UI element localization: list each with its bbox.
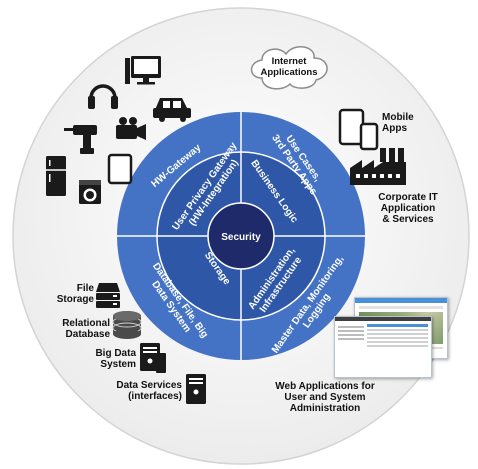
label-big-data-system: Big Data System bbox=[90, 348, 136, 370]
corporate-it-line1: Corporate IT bbox=[378, 192, 438, 203]
mobile-apps-line1: Mobile bbox=[382, 112, 414, 123]
drill-icon bbox=[64, 125, 97, 154]
factory-icon bbox=[350, 148, 406, 185]
label-relational-database: Relational Database bbox=[56, 318, 110, 340]
big-data-line2: System bbox=[100, 359, 136, 370]
cloud-icon bbox=[250, 46, 328, 90]
web-app-screenshot-front bbox=[334, 316, 432, 378]
label-mobile-apps: Mobile Apps bbox=[382, 112, 414, 134]
mobile-devices-icon bbox=[338, 108, 379, 151]
big-data-line1: Big Data bbox=[95, 348, 136, 359]
file-storage-line1: File bbox=[76, 283, 94, 294]
label-internet-applications: Internet Applications bbox=[258, 56, 320, 78]
web-apps-line2: User and System bbox=[284, 392, 366, 403]
tablet-icon bbox=[107, 153, 133, 185]
web-apps-line1: Web Applications for bbox=[275, 381, 375, 392]
file-storage-line2: Storage bbox=[56, 294, 94, 305]
server-tower-icon bbox=[140, 343, 166, 373]
refrigerator-icon bbox=[46, 156, 66, 196]
headphones-icon bbox=[88, 84, 118, 109]
database-icon bbox=[112, 311, 142, 339]
corporate-it-line3: & Services bbox=[382, 214, 434, 225]
corporate-it-line2: Application bbox=[380, 203, 436, 214]
inner-ring-border bbox=[156, 151, 326, 321]
label-web-applications: Web Applications for User and System Adm… bbox=[266, 381, 384, 414]
label-corporate-it: Corporate IT Application & Services bbox=[376, 192, 440, 225]
mobile-apps-line2: Apps bbox=[382, 123, 407, 134]
data-services-line1: Data Services bbox=[116, 380, 182, 391]
data-services-line2: (interfaces) bbox=[128, 391, 182, 402]
video-camera-icon bbox=[116, 117, 146, 140]
label-file-storage: File Storage bbox=[44, 283, 94, 305]
relational-db-line2: Database bbox=[65, 329, 110, 340]
internet-apps-line1: Internet bbox=[271, 56, 307, 67]
relational-db-line1: Relational bbox=[62, 318, 110, 329]
washing-machine-icon bbox=[79, 180, 101, 204]
web-apps-line3: Administration bbox=[289, 403, 361, 414]
data-services-server-icon bbox=[186, 374, 206, 404]
car-icon bbox=[153, 98, 191, 122]
center-label: Security bbox=[221, 232, 261, 243]
file-storage-icon bbox=[96, 283, 120, 308]
internet-apps-line2: Applications bbox=[260, 67, 318, 78]
label-data-services: Data Services (interfaces) bbox=[108, 380, 182, 402]
desktop-computer-icon bbox=[125, 56, 161, 85]
